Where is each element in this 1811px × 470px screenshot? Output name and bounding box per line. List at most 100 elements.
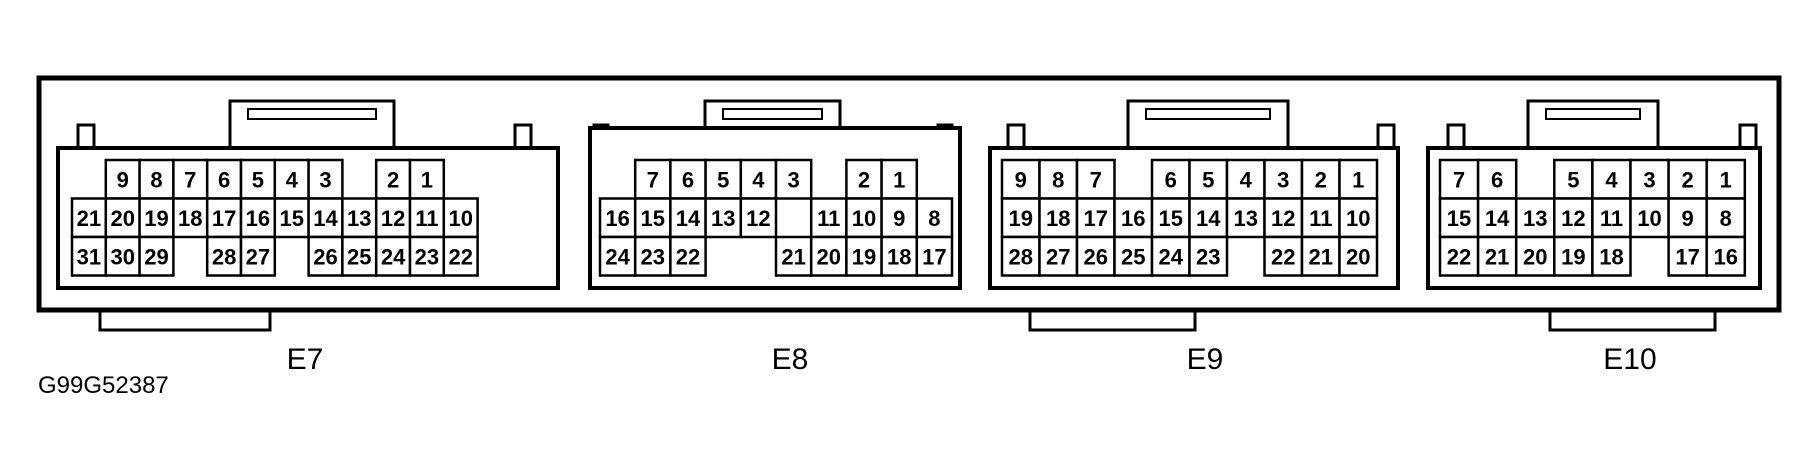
pin-number: 14 — [1196, 206, 1221, 231]
pin-cell — [273, 197, 310, 239]
pin-cell — [1000, 235, 1041, 277]
latch-slot — [1545, 108, 1641, 120]
connector-label: E8 — [772, 343, 809, 376]
pin-number: 4 — [1240, 167, 1253, 192]
pin-number: 5 — [1567, 167, 1579, 192]
pin-number: 24 — [605, 244, 630, 269]
pin-cell — [239, 235, 277, 277]
pin-number: 17 — [1084, 206, 1108, 231]
pin-number: 1 — [893, 167, 905, 192]
pin-number: 18 — [178, 206, 202, 231]
pin-number: 17 — [212, 206, 236, 231]
pin-number: 12 — [1271, 206, 1295, 231]
pin-number: 1 — [1352, 167, 1364, 192]
pin-number: 10 — [1637, 206, 1661, 231]
figure-id: G99G52387 — [38, 372, 169, 399]
pin-cell — [1338, 235, 1379, 277]
pin-cell — [1113, 197, 1154, 239]
pin-cell — [205, 235, 243, 277]
pin-number: 31 — [77, 244, 101, 269]
pin-cell — [104, 235, 141, 277]
pin-number: 27 — [1046, 244, 1070, 269]
pin-number: 21 — [1309, 244, 1333, 269]
pin-number: 3 — [787, 167, 799, 192]
pin-cell — [1514, 197, 1556, 239]
pin-number: 6 — [682, 167, 694, 192]
pin-number: 12 — [746, 206, 770, 231]
ecu-outer-frame — [36, 75, 1782, 313]
pin-cell — [1705, 235, 1747, 277]
pin-number: 15 — [279, 206, 303, 231]
pin-number: 19 — [144, 206, 168, 231]
pin-number: 24 — [381, 244, 406, 269]
pin-number: 18 — [1599, 244, 1623, 269]
pin-number: 29 — [144, 244, 168, 269]
pin-number: 6 — [218, 167, 230, 192]
pin-cell — [341, 197, 378, 239]
latch-slot — [1145, 108, 1271, 120]
pin-number: 6 — [1165, 167, 1177, 192]
pin-cell — [1300, 158, 1341, 200]
pin-cell — [408, 158, 446, 200]
pin-number: 15 — [641, 206, 665, 231]
pin-cell — [1000, 197, 1041, 239]
pin-cell — [669, 197, 707, 239]
pin-number: 30 — [110, 244, 134, 269]
pin-number: 7 — [647, 167, 659, 192]
pin-cell — [845, 235, 883, 277]
pin-number: 16 — [605, 206, 629, 231]
pin-cell — [1300, 235, 1341, 277]
pin-number: 15 — [1159, 206, 1183, 231]
connector-label: E9 — [1187, 343, 1224, 376]
lock-peg-left — [76, 123, 96, 150]
pin-number: 18 — [887, 244, 911, 269]
pin-cell — [915, 197, 954, 239]
pin-number: 1 — [1720, 167, 1732, 192]
lock-peg-right — [1376, 123, 1396, 150]
lock-peg-left — [1006, 123, 1026, 150]
pin-number: 11 — [415, 206, 438, 231]
pin-number: 7 — [1453, 167, 1465, 192]
pin-number: 5 — [717, 167, 729, 192]
pin-cell — [1629, 197, 1670, 239]
pin-cell — [70, 235, 108, 277]
pin-number: 25 — [347, 244, 371, 269]
pin-number: 1 — [421, 167, 433, 192]
pin-number: 8 — [1720, 206, 1732, 231]
connector-label: E7 — [287, 343, 324, 376]
pin-cell — [598, 197, 637, 239]
pin-number: 18 — [1046, 206, 1070, 231]
pin-cell — [341, 235, 378, 277]
pin-number: 16 — [246, 206, 270, 231]
connector-label: E10 — [1603, 343, 1656, 376]
pin-number: 17 — [922, 244, 946, 269]
pin-number: 21 — [77, 206, 101, 231]
pin-number: 13 — [1523, 206, 1547, 231]
pin-number: 14 — [1485, 206, 1510, 231]
lock-peg-left — [1446, 123, 1466, 150]
pin-cell — [704, 197, 743, 239]
pin-number: 5 — [252, 167, 264, 192]
pin-number: 23 — [1196, 244, 1220, 269]
pin-number: 2 — [858, 167, 870, 192]
pin-number: 8 — [150, 167, 162, 192]
pin-cell — [1338, 158, 1379, 200]
pin-cell — [307, 235, 344, 277]
pin-number: 12 — [381, 206, 405, 231]
pin-number: 20 — [1523, 244, 1547, 269]
pin-number: 19 — [1009, 206, 1033, 231]
pin-number: 10 — [448, 206, 472, 231]
pin-number: 23 — [641, 244, 665, 269]
housing-notch — [1548, 310, 1717, 332]
connector-latch — [703, 99, 842, 130]
pin-number: 9 — [1682, 206, 1694, 231]
pin-number: 14 — [676, 206, 701, 231]
pin-number: 3 — [1277, 167, 1289, 192]
pin-number: 13 — [1234, 206, 1258, 231]
pin-number: 7 — [184, 167, 196, 192]
